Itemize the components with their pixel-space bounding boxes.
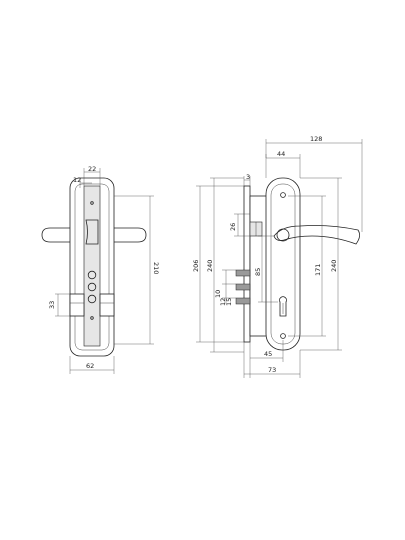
- dim-side-33: 33: [48, 301, 56, 309]
- front-keyhole: [279, 296, 287, 317]
- dim-side-62: 62: [86, 362, 94, 370]
- dim-front-73: 73: [268, 366, 276, 374]
- dim-front-85: 85: [254, 268, 262, 276]
- side-lock-core: [83, 185, 101, 347]
- side-spindle: [85, 219, 99, 245]
- dim-front-44: 44: [277, 150, 285, 158]
- side-cylinder-left: [69, 293, 85, 317]
- front-faceplate: [243, 185, 251, 343]
- front-lever-handle: [273, 225, 360, 245]
- front-spindle-rose: [276, 228, 290, 242]
- dim-front-128: 128: [310, 135, 322, 143]
- dim-front-240-outer: 240: [330, 260, 338, 272]
- dim-front-10: 10: [214, 290, 222, 298]
- front-screw-bottom: [280, 333, 286, 339]
- front-screw-top: [280, 192, 286, 198]
- front-view: 3 44 128 26 206 240 85: [192, 135, 363, 378]
- dim-front-26: 26: [229, 223, 237, 231]
- dim-side-12: 12: [73, 176, 81, 184]
- side-handle-left: [41, 227, 84, 243]
- front-deadbolt-3: [235, 297, 251, 305]
- side-screw-top: [90, 201, 94, 205]
- dim-front-15: 15: [225, 298, 233, 306]
- side-plate-inner: [74, 183, 110, 351]
- front-deadbolt-2: [235, 283, 251, 291]
- dim-front-171: 171: [314, 264, 322, 276]
- side-view: 22 12 33 210 62: [41, 165, 160, 374]
- side-cylinder-hole-3: [87, 294, 97, 304]
- dim-side-22: 22: [88, 165, 96, 173]
- dim-front-240-inner: 240: [206, 260, 214, 272]
- dim-front-3: 3: [246, 173, 250, 181]
- side-cylinder-hole-2: [87, 282, 97, 292]
- front-deadbolt-1: [235, 269, 251, 277]
- dim-front-45: 45: [264, 350, 272, 358]
- side-screw-bottom: [90, 316, 94, 320]
- side-cylinder-hole-1: [87, 270, 97, 280]
- dim-side-210: 210: [152, 262, 160, 274]
- side-handle-right: [100, 227, 147, 243]
- side-cylinder-right: [99, 293, 115, 317]
- dim-front-206: 206: [192, 260, 200, 272]
- dim-front-12: 12: [219, 298, 227, 306]
